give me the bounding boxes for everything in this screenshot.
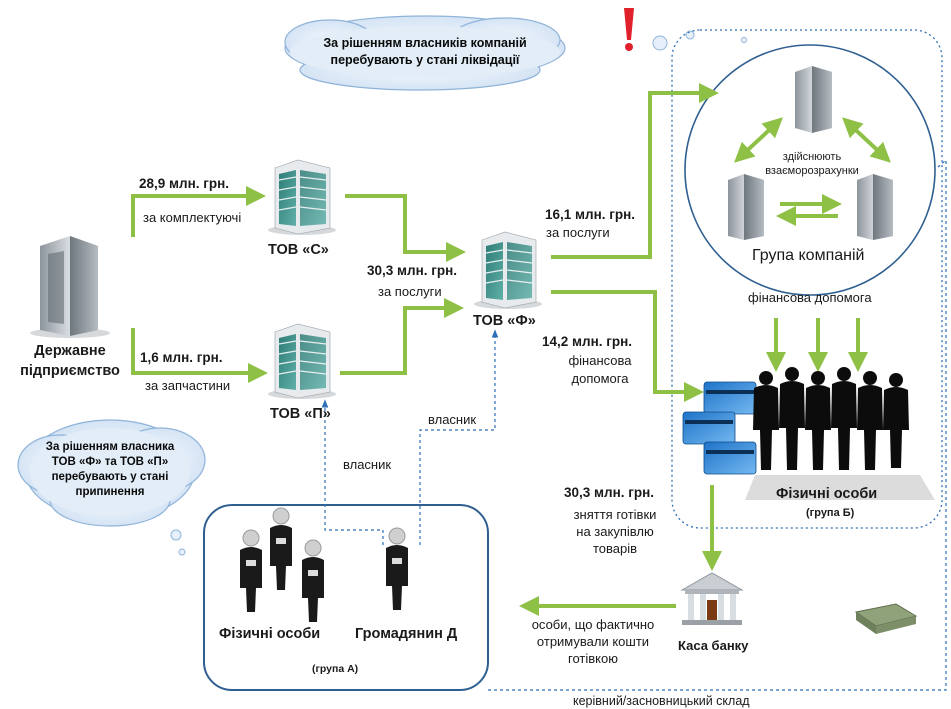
- state-enterprise-label: Державне підприємство: [10, 342, 130, 381]
- settlement-line2: взаєморозрахунки: [765, 165, 859, 178]
- tov-f-label: ТОВ «Ф»: [473, 313, 536, 329]
- recipients-line3: готівкою: [568, 650, 618, 666]
- state-enterprise-line1: Державне: [34, 343, 106, 359]
- cloud-termination-text: За рішенням власника ТОВ «Ф» та ТОВ «П» …: [40, 440, 180, 500]
- group-companies-label: Група компаній: [752, 247, 865, 264]
- tov-c-building: [268, 159, 336, 235]
- arrow-p-to-f: [340, 298, 464, 375]
- owner-arrow-p: [321, 399, 384, 545]
- cash-flow-purpose: зняття готівки на закупівлю товарів: [560, 507, 670, 558]
- cash-flow-amount: 30,3 млн. грн.: [564, 485, 655, 500]
- cash-flow-line1: зняття готівки: [573, 507, 657, 522]
- settle-arrow-right: [842, 117, 891, 163]
- recipients-line1: особи, що фактично: [531, 617, 655, 632]
- flow-persons-b-purpose-line1: фінансова: [568, 353, 632, 368]
- cloud-termination-line4: припинення: [75, 485, 145, 498]
- persons-b-silhouettes-icon: [745, 367, 935, 500]
- cloud-termination: [17, 419, 206, 556]
- cloud-termination-line2: ТОВ «Ф» та ТОВ «П»: [51, 455, 169, 468]
- recipients-label: особи, що фактично отримували кошти готі…: [508, 617, 678, 668]
- flow-group-amount: 16,1 млн. грн.: [545, 207, 636, 222]
- arrow-f-to-persons: [551, 290, 704, 402]
- persons-b-label: Фізичні особи: [776, 486, 878, 502]
- money-icon: [854, 603, 918, 634]
- alert-icon: [624, 8, 634, 51]
- state-enterprise-line2: підприємство: [20, 362, 120, 379]
- flow-p-purpose: за запчастини: [145, 378, 231, 393]
- settlement-line1: здійснюють: [782, 151, 842, 163]
- persons-a-figures-icon: [240, 507, 408, 622]
- state-enterprise-building: [30, 236, 110, 338]
- cloud-liquidation-line2: перебувають у стані ліквідації: [330, 52, 520, 67]
- owner-arrow-f: [419, 329, 499, 545]
- tov-p-label: ТОВ «П»: [270, 406, 331, 422]
- cloud-termination-line3: перебувають у стані: [51, 470, 169, 483]
- group-b-box: [671, 29, 943, 529]
- group-building-right: [857, 174, 893, 240]
- flow-f-amount: 30,3 млн. грн.: [367, 263, 458, 278]
- persons-a-sub: (група А): [312, 663, 359, 675]
- flow-persons-b-amount: 14,2 млн. грн.: [542, 334, 633, 349]
- flow-c-amount: 28,9 млн. грн.: [139, 176, 230, 191]
- cloud-termination-line1: За рішенням власника: [45, 441, 175, 453]
- flow-p-amount: 1,6 млн. грн.: [140, 350, 223, 365]
- group-building-top: [795, 66, 832, 133]
- bank-cards-icon: [682, 381, 757, 475]
- settle-arrow-left: [734, 117, 783, 163]
- bank-icon: [680, 572, 744, 625]
- arrow-f-to-group: [551, 83, 719, 259]
- tov-f-building: [474, 231, 542, 309]
- arrow-c-to-f: [345, 194, 466, 262]
- flow-group-purpose: за послуги: [546, 225, 610, 240]
- cash-flow-line2: на закупівлю: [576, 523, 654, 539]
- recipients-line2: отримували кошти: [536, 633, 650, 649]
- owner-p-label: власник: [343, 457, 392, 472]
- flow-persons-b-purpose-line2: допомога: [571, 370, 629, 386]
- flow-f-purpose: за послуги: [378, 284, 442, 299]
- cloud-liquidation-line1: За рішенням власників компаній: [323, 36, 527, 50]
- citizen-d-label: Громадянин Д: [355, 626, 458, 642]
- arrow-to-tov-c: [131, 186, 266, 237]
- persons-a-label: Фізичні особи: [219, 626, 321, 642]
- bank-label: Каса банку: [678, 638, 749, 653]
- group-building-left: [728, 174, 764, 240]
- group-a-box: [203, 504, 489, 691]
- cash-flow-line3: товарів: [592, 540, 638, 556]
- settlement-label: здійснюють взаєморозрахунки: [752, 150, 872, 179]
- group-aid-label: фінансова допомога: [748, 290, 872, 305]
- flow-persons-b-purpose: фінансова допомога: [560, 352, 640, 387]
- flow-c-purpose: за комплектуючі: [143, 210, 242, 225]
- owner-f-label: власник: [428, 412, 477, 427]
- flow-arrows: [131, 83, 868, 616]
- tov-p-building: [268, 323, 336, 399]
- cloud-liquidation-text: За рішенням власників компаній перебуваю…: [305, 35, 545, 69]
- management-label: керівний/засновницький склад: [573, 694, 750, 708]
- group-companies-circle: [684, 44, 936, 296]
- management-link: [488, 158, 947, 691]
- arrow-to-tov-p: [131, 328, 268, 383]
- persons-b-sub: (група Б): [806, 507, 855, 519]
- tov-c-label: ТОВ «С»: [268, 242, 329, 258]
- cloud-liquidation: [284, 15, 747, 91]
